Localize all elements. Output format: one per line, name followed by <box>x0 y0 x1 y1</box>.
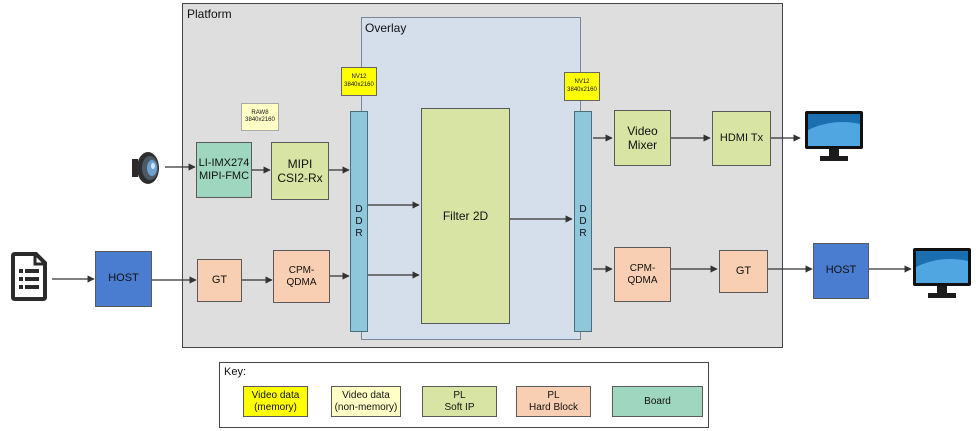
nv12-format-tag-left: NV12 3840x2160 <box>341 67 377 96</box>
video-mixer-block: Video Mixer <box>614 110 671 166</box>
platform-label: Platform <box>187 7 232 21</box>
host-left-block: HOST <box>95 251 152 307</box>
host-right-block: HOST <box>813 243 869 299</box>
legend-item-board: Board <box>612 386 703 417</box>
cpm-qdma-left-block: CPM- QDMA <box>273 250 330 303</box>
document-icon <box>11 252 47 301</box>
nv12-format-tag-right: NV12 3840x2160 <box>564 72 600 101</box>
legend-title: Key: <box>224 366 247 378</box>
raw8-format-tag: RAW8 3840x2160 <box>241 103 279 131</box>
legend-item-pl-hard-block: PL Hard Block <box>516 386 591 417</box>
camera-icon <box>132 152 159 184</box>
mipi-csi2-block: MIPI CSI2-Rx <box>271 142 329 200</box>
legend-item-video-non-memory: Video data (non-memory) <box>331 386 401 417</box>
monitor-icon <box>805 111 863 161</box>
ddr-left-block: D D R <box>350 111 368 332</box>
legend-item-pl-soft-ip: PL Soft IP <box>422 386 497 417</box>
gt-right-block: GT <box>719 250 768 293</box>
monitor-icon <box>913 248 971 298</box>
camera-module-block: LI-IMX274 MIPI-FMC <box>196 142 252 198</box>
ddr-right-block: D D R <box>574 111 592 332</box>
cpm-qdma-right-block: CPM- QDMA <box>614 247 671 302</box>
filter-2d-block: Filter 2D <box>421 108 510 324</box>
gt-left-block: GT <box>197 259 242 302</box>
hdmi-tx-block: HDMI Tx <box>712 111 771 166</box>
overlay-label: Overlay <box>365 21 407 35</box>
legend-item-video-memory: Video data (memory) <box>243 386 308 417</box>
